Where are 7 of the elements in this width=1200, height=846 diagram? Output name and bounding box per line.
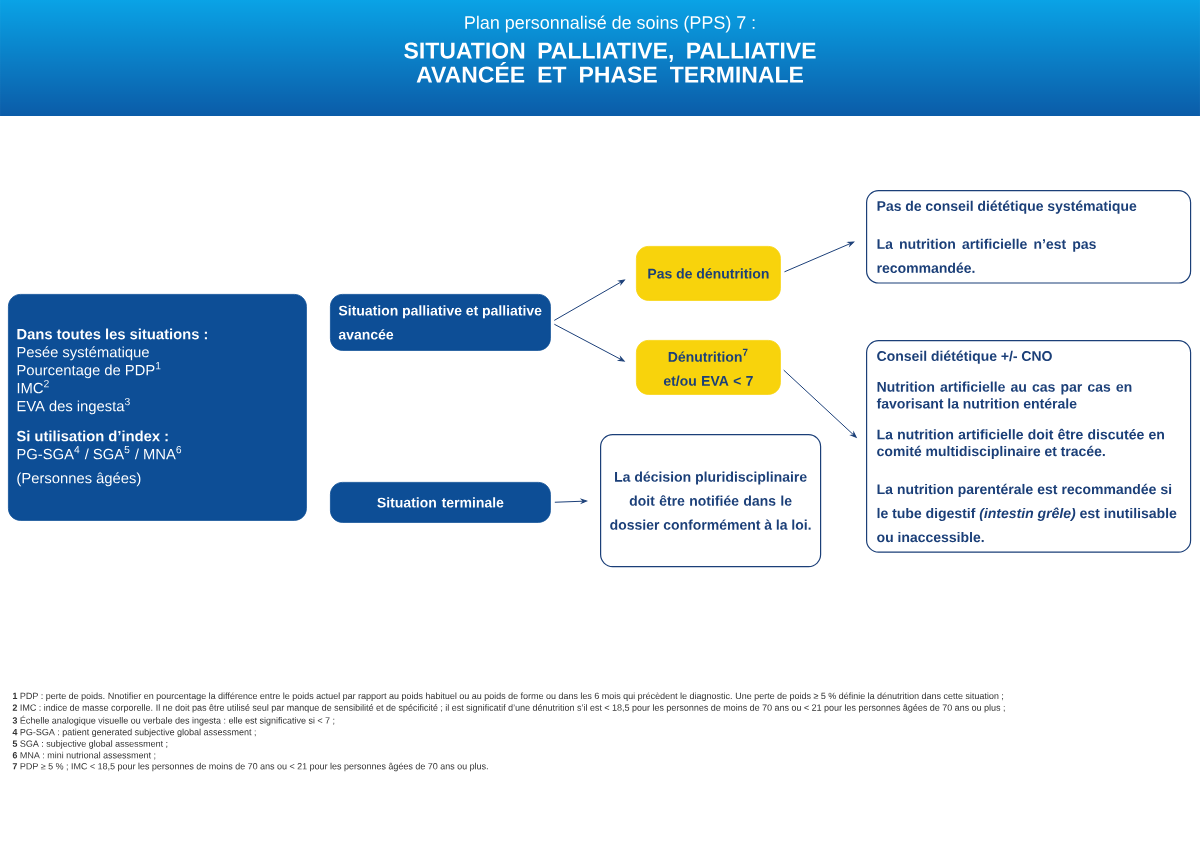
- arrow: [554, 498, 588, 504]
- arrow: [784, 241, 855, 273]
- arrow: [553, 279, 625, 321]
- subtitle: Plan personnalisé de soins (PPS) 7 :: [465, 15, 755, 33]
- arrow: [783, 369, 857, 438]
- title: SITUATION PALLIATIVE, PALLIATIVE AVANCÉE ET PHASE TERMINALE: [404, 42, 816, 83]
- arrow: [553, 323, 625, 362]
